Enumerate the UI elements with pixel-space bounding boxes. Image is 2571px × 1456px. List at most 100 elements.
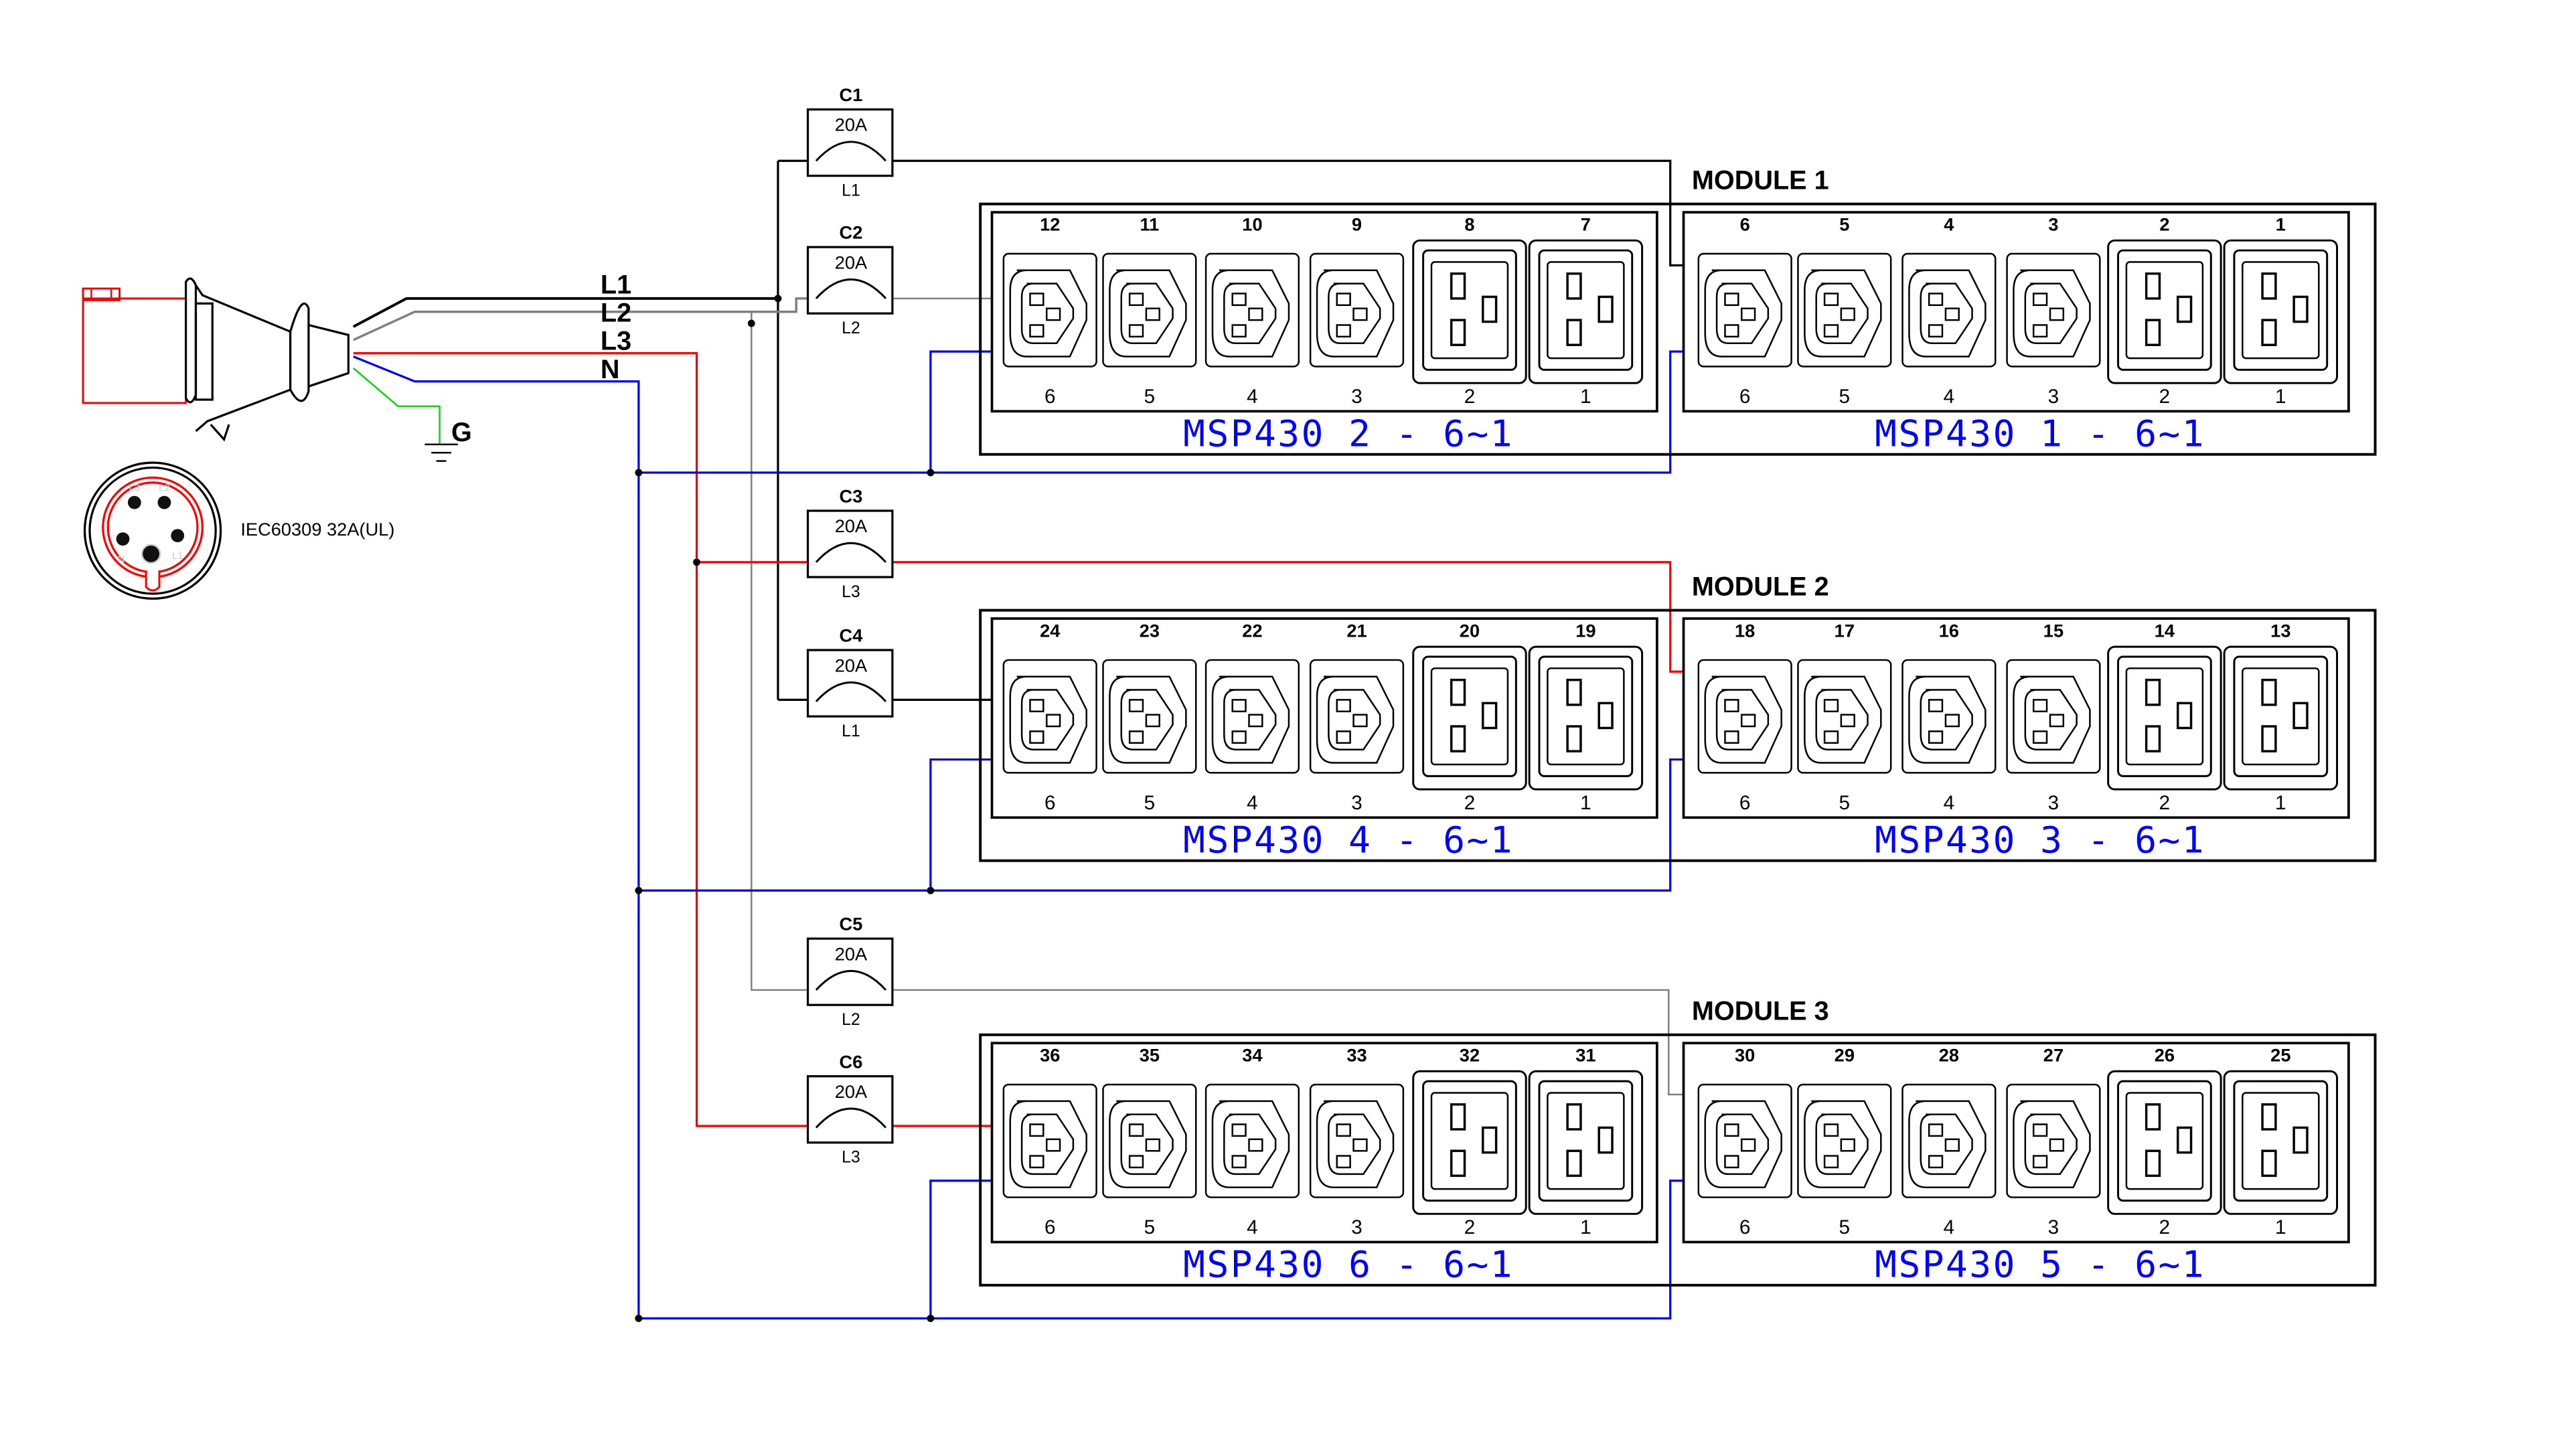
module-title: MODULE 3 xyxy=(1692,996,1829,1026)
pdu-strip-frame xyxy=(990,617,1658,819)
outlet-index: 1 xyxy=(1580,1216,1591,1238)
pin-ground xyxy=(141,544,161,564)
pin-slot xyxy=(1352,714,1368,728)
c19-outlet xyxy=(2223,1070,2339,1215)
c13-socket-inner xyxy=(1120,282,1174,345)
c13-socket-icon xyxy=(2013,675,2091,764)
c19-socket-icon xyxy=(2233,1080,2329,1202)
pdu-strip-frame xyxy=(1682,617,2350,819)
outlet-number: 16 xyxy=(1939,620,1959,641)
outlet-index: 3 xyxy=(2048,1216,2059,1238)
c13-socket-icon xyxy=(2013,1100,2091,1188)
breaker-rating: 20A xyxy=(835,515,868,536)
c13-socket-icon xyxy=(1704,675,1782,764)
outlet-number: 30 xyxy=(1735,1044,1755,1065)
outlet-number: 22 xyxy=(1242,620,1262,641)
c13-outlet xyxy=(1204,1083,1300,1198)
c13-socket-icon xyxy=(1316,1100,1395,1188)
outlet-index: 1 xyxy=(1580,792,1591,814)
pin-slot xyxy=(1450,725,1466,752)
c19-outlet xyxy=(1412,239,1527,384)
c13-outlet-frame xyxy=(1002,659,1097,774)
c13-outlet-frame xyxy=(1002,252,1097,368)
c19-socket-icon xyxy=(2233,655,2329,777)
c13-socket-inner xyxy=(1815,1113,1869,1176)
wire-label-n: N xyxy=(601,355,620,384)
outlet-number: 12 xyxy=(1040,214,1060,234)
c13-outlet-frame xyxy=(1002,1083,1097,1198)
c13-outlet-frame xyxy=(1797,252,1892,368)
wire-l2 xyxy=(353,297,816,341)
wire-l3 xyxy=(353,352,816,1127)
pin-slot xyxy=(1145,307,1160,321)
c13-outlet xyxy=(2006,659,2101,774)
outlet-index: 3 xyxy=(1351,1216,1362,1238)
wire-c3-out xyxy=(884,561,1684,673)
pin-label: L2 xyxy=(159,483,170,493)
c13-socket-icon xyxy=(1704,269,1782,357)
outlet-number: 29 xyxy=(1835,1044,1855,1065)
c13-outlet xyxy=(1797,659,1892,774)
pdu-strip-frame xyxy=(990,211,1658,413)
c19-socket-inner xyxy=(1547,261,1625,359)
c13-socket-inner xyxy=(1815,689,1869,750)
outlet-number: 9 xyxy=(1352,214,1362,234)
breaker-rating: 20A xyxy=(835,252,868,272)
wire-n-branch xyxy=(638,758,1684,892)
c13-socket-inner xyxy=(2024,1113,2078,1176)
c19-socket-icon xyxy=(1422,655,1517,777)
breaker-name: C6 xyxy=(840,1051,863,1072)
c13-socket-inner xyxy=(1815,282,1869,345)
outlet-number: 32 xyxy=(1460,1044,1480,1065)
c13-outlet-frame xyxy=(1309,1083,1405,1198)
c13-outlet xyxy=(1797,252,1892,368)
outlet-index: 5 xyxy=(1839,386,1851,408)
c13-outlet xyxy=(1697,1083,1792,1198)
outlet-index: 4 xyxy=(1944,386,1955,408)
breaker-phase: L2 xyxy=(842,1011,860,1029)
pin-slot xyxy=(1928,1155,1944,1169)
plug-body xyxy=(82,297,187,404)
c13-outlet xyxy=(1697,659,1792,774)
pin-slot xyxy=(1450,319,1466,346)
ground-symbol-icon xyxy=(424,443,458,462)
pin-slot xyxy=(1928,293,1944,307)
pin-slot xyxy=(2049,714,2065,728)
pin-slot xyxy=(2145,678,2161,706)
c19-outlet xyxy=(2107,239,2222,384)
pin-slot xyxy=(1928,699,1944,712)
c13-outlet-frame xyxy=(1309,659,1405,774)
c19-outlet-frame xyxy=(1412,1070,1527,1215)
outlet-index: 4 xyxy=(1247,1216,1258,1238)
pin-slot xyxy=(2292,1126,2309,1154)
pin-slot xyxy=(1231,1123,1247,1137)
c13-outlet-frame xyxy=(1797,1083,1892,1198)
c19-outlet-frame xyxy=(2223,645,2339,791)
pin-slot xyxy=(1336,699,1351,712)
pin-slot xyxy=(1598,702,1614,730)
c13-outlet-frame xyxy=(1697,1083,1792,1198)
c19-outlet xyxy=(2107,1070,2222,1215)
c13-socket-icon xyxy=(1009,1100,1087,1188)
c19-outlet xyxy=(1528,239,1644,384)
outlet-index: 2 xyxy=(2159,1216,2171,1238)
breaker-phase: L2 xyxy=(842,319,860,337)
outlet-number: 10 xyxy=(1242,214,1262,234)
c13-socket-inner xyxy=(1920,689,1973,750)
c19-outlet-frame xyxy=(1528,239,1644,384)
outlet-index: 2 xyxy=(2159,792,2171,814)
pin-slot xyxy=(1724,1155,1739,1169)
c13-socket-inner xyxy=(1223,1113,1277,1176)
pin-slot xyxy=(2292,702,2309,730)
pin-slot xyxy=(1740,1138,1756,1152)
wire-c5-out xyxy=(884,989,1684,1096)
outlet-number: 34 xyxy=(1242,1044,1262,1065)
outlet-number: 26 xyxy=(2155,1044,2175,1065)
outlet-number: 4 xyxy=(1944,214,1954,234)
